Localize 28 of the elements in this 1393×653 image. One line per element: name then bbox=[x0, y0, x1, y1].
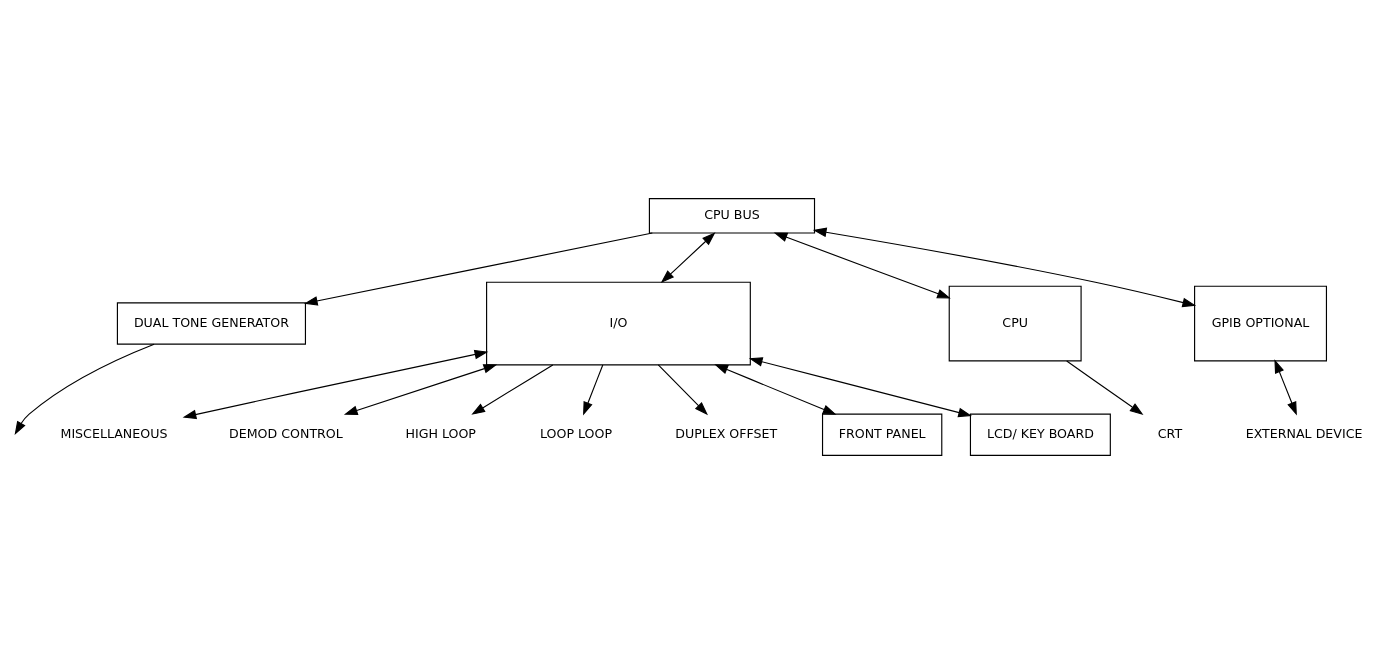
arrow bbox=[773, 231, 951, 298]
node-text: HIGH LOOP bbox=[405, 425, 476, 441]
node-text: MISCELLANEOUS bbox=[60, 425, 168, 441]
node-box: FRONT PANEL bbox=[821, 413, 943, 456]
arrow bbox=[657, 363, 708, 415]
arrow bbox=[343, 363, 498, 415]
arrow bbox=[1066, 359, 1144, 415]
node-box: I/O bbox=[486, 281, 751, 365]
node-box: CPU bbox=[948, 285, 1082, 361]
arrow bbox=[714, 363, 837, 415]
node-box: LCD/ KEY BOARD bbox=[969, 413, 1111, 456]
arrow bbox=[303, 232, 653, 306]
node-text: LOOP LOOP bbox=[539, 425, 613, 441]
node-box: DUAL TONE GENERATOR bbox=[116, 301, 307, 345]
arrow bbox=[1274, 358, 1297, 416]
arrow bbox=[182, 349, 489, 419]
node-text: DUPLEX OFFSET bbox=[675, 425, 778, 441]
arrow bbox=[660, 231, 716, 283]
node-text: DEMOD CONTROL bbox=[229, 425, 343, 441]
arrow bbox=[14, 343, 155, 435]
node-box: CPU BUS bbox=[648, 197, 816, 234]
arrow bbox=[812, 227, 1197, 307]
arrow bbox=[471, 363, 554, 415]
arrow bbox=[748, 356, 973, 417]
node-text: EXTERNAL DEVICE bbox=[1245, 425, 1363, 441]
node-box: GPIB OPTIONAL bbox=[1194, 285, 1328, 361]
node-text: CRT bbox=[1157, 425, 1183, 441]
arrow bbox=[583, 363, 604, 416]
